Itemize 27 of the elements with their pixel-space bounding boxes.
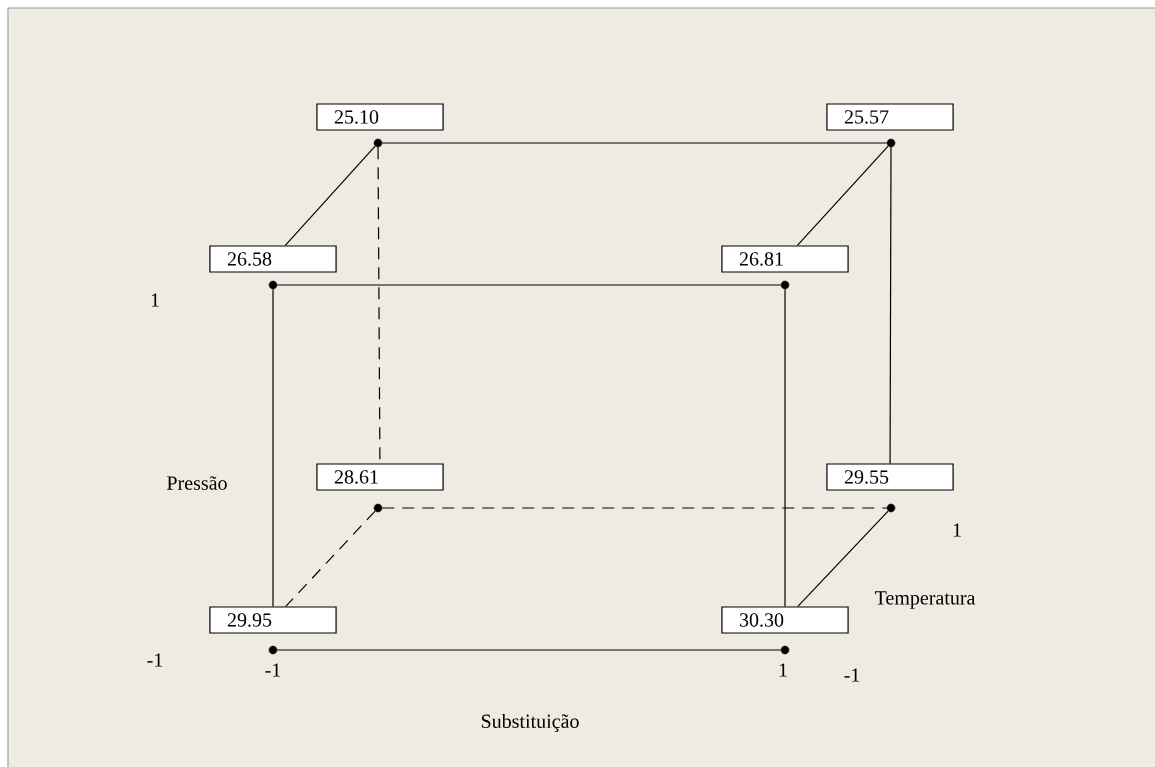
axis-label: -1: [147, 653, 163, 667]
cube-edge: [784, 288, 786, 607]
value-box: 29.55: [826, 463, 954, 491]
cube-edge: [285, 510, 376, 607]
cube-edge: [276, 649, 782, 651]
cube-edge: [797, 510, 889, 607]
value-box: 25.57: [826, 103, 954, 131]
cube-edge: [272, 288, 274, 607]
cube-edge: [796, 145, 889, 246]
cube-edge: [889, 146, 892, 464]
axis-label: 1: [779, 663, 787, 677]
axis-label: Temperatura: [875, 591, 976, 609]
axis-label: Pressão: [167, 476, 227, 490]
axis-label: 1: [151, 293, 159, 307]
value-box: 26.58: [209, 245, 337, 273]
cube-edge: [284, 145, 376, 246]
axis-label: -1: [844, 668, 860, 682]
value-box: 29.95: [209, 606, 337, 634]
axis-label: 1: [953, 523, 961, 537]
value-box: 30.30: [721, 606, 849, 634]
axis-label: -1: [265, 663, 281, 677]
value-box: 25.10: [316, 103, 444, 131]
value-box: 26.81: [721, 245, 849, 273]
cube-edge: [381, 142, 888, 144]
value-box: 28.61: [316, 463, 444, 491]
axis-label: Substituição: [481, 713, 579, 733]
cube-edge: [276, 284, 782, 286]
